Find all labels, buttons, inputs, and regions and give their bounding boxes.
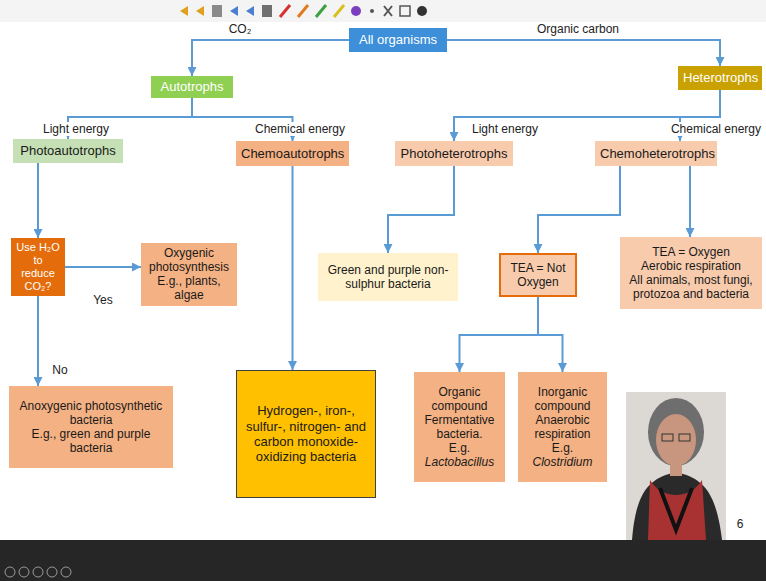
node-text: Organic compound (419, 385, 500, 413)
edge-label: CO₂ (227, 22, 254, 36)
toolbar-icon (230, 6, 238, 16)
connector-arrow (65, 266, 141, 268)
type-box: Chemoautotrophs (236, 141, 349, 166)
example-box: Inorganic compoundAnaerobic respirationE… (518, 372, 607, 482)
connector-arrow (292, 166, 294, 370)
node-text: Chemoautotrophs (241, 146, 344, 161)
toolbar-icon (262, 5, 272, 17)
presenter-neck (670, 462, 682, 476)
presenter-hair (648, 398, 704, 466)
toolbar-icon (384, 6, 392, 16)
node-text: Anaerobic respiration (523, 413, 602, 441)
toolbar-icon (280, 5, 290, 17)
toolbar-icon (351, 6, 361, 16)
presenter-glasses (662, 434, 673, 441)
node-text: Lactobacillus (419, 455, 500, 469)
node-text: Autotrophs (156, 79, 228, 94)
toolbar-icon (298, 5, 308, 17)
player-icon (19, 567, 29, 577)
root-box: All organisms (349, 28, 447, 52)
edge-label: Light energy (470, 122, 540, 136)
node-text: Oxygenic photosynthesis (146, 246, 232, 274)
connector-arrow (460, 297, 539, 372)
presenter-scarf (660, 488, 692, 530)
node-text: E.g. (419, 441, 500, 455)
node-text: Clostridium (523, 455, 602, 469)
toolbar-icon (196, 6, 204, 16)
node-text: TEA = Oxygen (625, 245, 757, 259)
toolbar-icons (180, 5, 427, 17)
node-text: All animals, most fungi, protozoa and ba… (625, 273, 757, 301)
connector-arrow (689, 166, 691, 237)
node-text: Photoautotrophs (18, 143, 118, 158)
connector-arrow (388, 166, 454, 253)
type-box: Photoheterotrophs (395, 141, 513, 166)
connector-arrow (37, 296, 39, 386)
toolbar-icon (316, 5, 326, 17)
toolbar-icon (370, 9, 374, 13)
node-text: Green and purple non-sulphur bacteria (323, 263, 453, 291)
node-text: Hydrogen-, iron-, sulfur-, nitrogen- and… (242, 403, 370, 464)
toolbar-icon (417, 6, 427, 16)
category-box: Autotrophs (151, 76, 233, 98)
condition-box: TEA = Not Oxygen (499, 253, 577, 297)
example-box: Anoxygenic photosynthetic bacteriaE.g., … (9, 386, 173, 468)
edge-label: Yes (91, 293, 115, 307)
edge-label: Organic carbon (535, 22, 621, 36)
player-icons (5, 567, 71, 577)
presenter-body (632, 472, 722, 540)
presenter-scarf (648, 480, 706, 540)
decision-box: Use H₂O to reduce CO₂? (11, 238, 65, 296)
connector-arrow (192, 40, 349, 76)
toolbar-icon (212, 5, 222, 17)
edge-label: Chemical energy (669, 122, 763, 136)
toolbar-icon (180, 6, 188, 16)
player-icon (47, 567, 57, 577)
node-text: E.g. (523, 441, 602, 455)
node-text: Anoxygenic photosynthetic bacteria (14, 399, 168, 427)
player-icon (5, 567, 15, 577)
example-box: Green and purple non-sulphur bacteria (318, 253, 458, 301)
edge-label: Chemical energy (253, 122, 347, 136)
player-icon (33, 567, 43, 577)
example-box: Hydrogen-, iron-, sulfur-, nitrogen- and… (236, 370, 376, 498)
photo-ground (626, 392, 726, 540)
presenter-face (656, 414, 696, 466)
node-text: Aerobic respiration (625, 259, 757, 273)
node-text: Photoheterotrophs (400, 146, 508, 161)
presenter-photo (626, 392, 726, 540)
node-text: Heterotrophs (683, 70, 757, 85)
example-box: Oxygenic photosynthesisE.g., plants, alg… (141, 243, 237, 306)
page-number: 6 (735, 517, 746, 531)
toolbar-icon (246, 6, 254, 16)
connector-arrow (538, 166, 620, 253)
node-text: Fermentative bacteria. (419, 413, 500, 441)
node-text: All organisms (354, 32, 442, 47)
connector-arrow (447, 40, 720, 66)
type-box: Chemoheterotrophs (595, 141, 717, 166)
edge-label: No (50, 363, 69, 377)
type-box: Photoautotrophs (13, 139, 123, 163)
toolbar-strip (0, 0, 766, 22)
edge-label: Light energy (41, 122, 111, 136)
player-icon (61, 567, 71, 577)
node-text: Chemoheterotrophs (600, 146, 712, 161)
player-bar (0, 540, 766, 581)
connector-arrow (538, 297, 563, 372)
node-text: E.g., plants, algae (146, 274, 232, 302)
toolbar-icon (400, 6, 410, 16)
node-text: E.g., green and purple bacteria (14, 427, 168, 455)
node-text: TEA = Not Oxygen (506, 261, 570, 289)
node-text: Use H₂O to reduce CO₂? (16, 241, 60, 293)
category-box: Heterotrophs (678, 66, 762, 90)
example-box: Organic compoundFermentative bacteria.E.… (414, 372, 505, 482)
presenter-glasses (679, 434, 690, 441)
connector-arrow (37, 163, 39, 238)
example-box: TEA = OxygenAerobic respirationAll anima… (620, 237, 762, 309)
toolbar-icon (334, 5, 344, 17)
node-text: Inorganic compound (523, 385, 602, 413)
